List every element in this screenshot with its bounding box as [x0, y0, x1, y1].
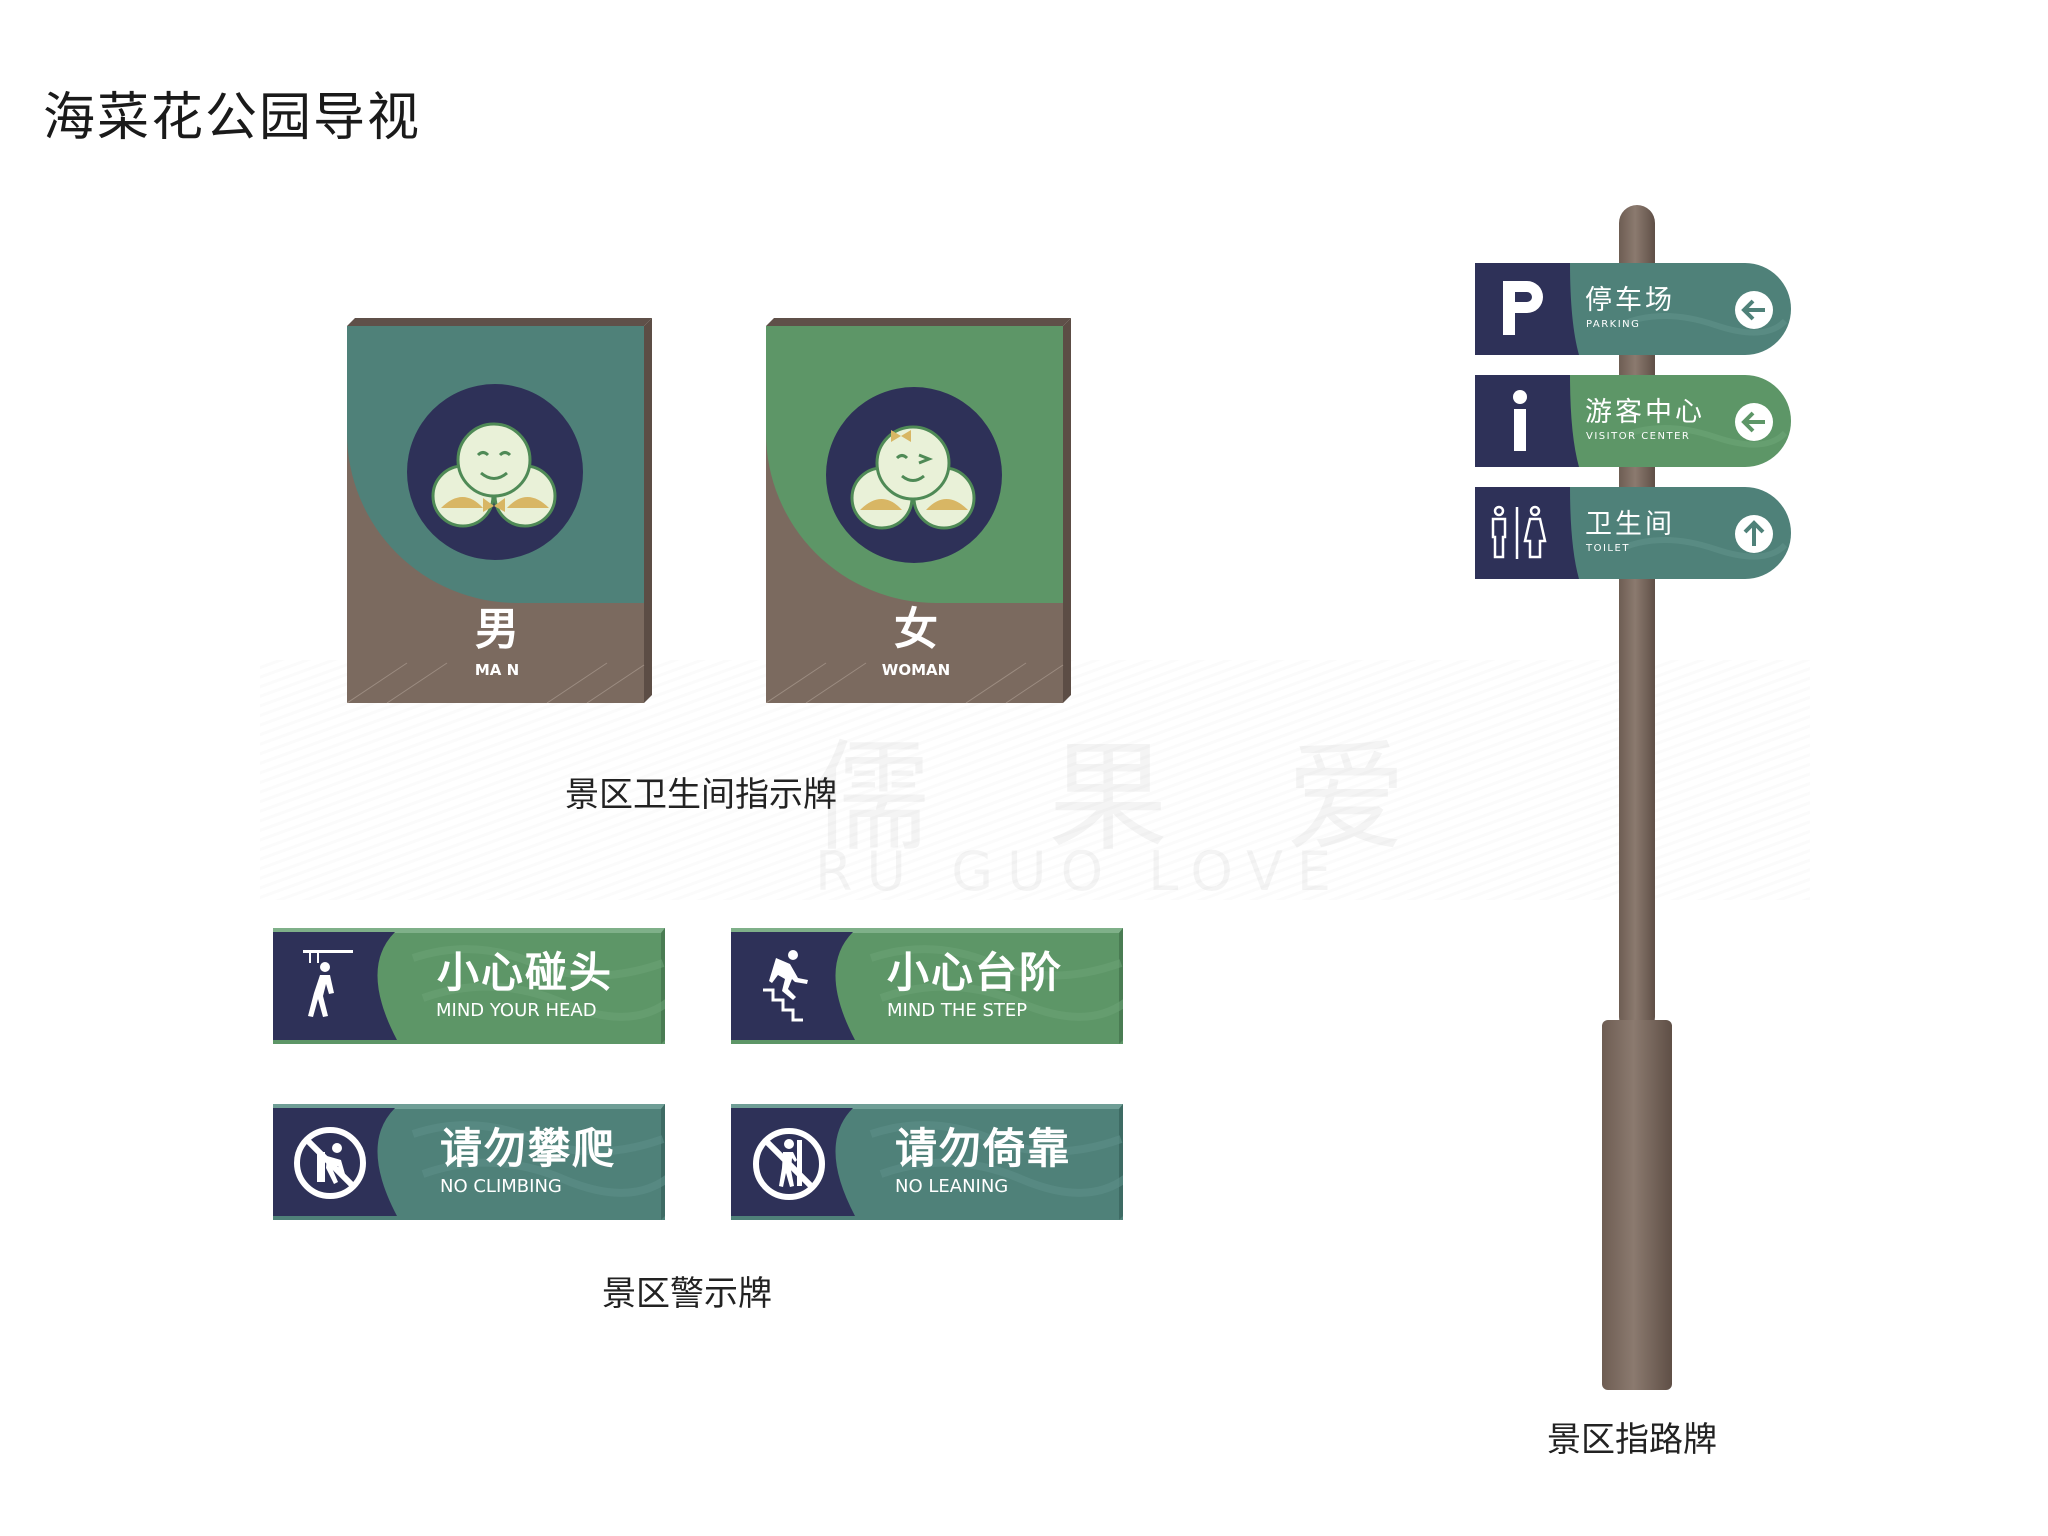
direction-section-caption: 景区指路牌 — [1547, 1420, 1717, 1460]
warning-sign-step: 小心台阶 MIND THE STEP — [731, 928, 1123, 1044]
toilet-section-caption: 景区卫生间指示牌 — [565, 775, 837, 815]
warning-sign-no-climbing: 请勿攀爬 NO CLIMBING — [273, 1104, 665, 1220]
direction-toilet-cn: 卫生间 — [1585, 509, 1675, 540]
warning-sign-no-climbing-en: NO CLIMBING — [440, 1176, 562, 1197]
warning-sign-head: 小心碰头 MIND YOUR HEAD — [273, 928, 665, 1044]
toilet-sign-man-en: MA N — [474, 661, 520, 679]
warning-sign-no-leaning-en: NO LEANING — [895, 1176, 1009, 1197]
direction-toilet-en: TOILET — [1586, 543, 1630, 554]
arrow-up-icon — [1735, 515, 1773, 553]
toilet-sign-man: 男 MA N — [347, 318, 657, 703]
direction-row-parking: 停车场 PARKING — [1475, 263, 1793, 355]
toilet-sign-woman-en: WOMAN — [881, 661, 951, 679]
restroom-icon — [1491, 505, 1547, 559]
toilet-sign-woman-cn: 女 — [894, 604, 938, 655]
arrow-left-icon — [1735, 403, 1773, 441]
info-icon — [1513, 390, 1527, 451]
warning-sign-step-cn: 小心台阶 — [887, 948, 1064, 997]
direction-parking-en: PARKING — [1586, 319, 1641, 330]
direction-row-toilet: 卫生间 TOILET — [1475, 487, 1793, 579]
warning-sign-head-en: MIND YOUR HEAD — [436, 1000, 597, 1021]
toilet-sign-man-cn: 男 — [475, 604, 519, 655]
arrow-left-icon — [1735, 291, 1773, 329]
direction-visitor-center-en: VISITOR CENTER — [1586, 431, 1691, 442]
warning-sign-head-cn: 小心碰头 — [437, 948, 614, 997]
toilet-sign-woman: 女 WOMAN — [766, 318, 1076, 703]
page-title: 海菜花公园导视 — [43, 88, 422, 148]
warning-sign-no-leaning: 请勿倚靠 NO LEANING — [731, 1104, 1123, 1220]
warning-sign-no-leaning-cn: 请勿倚靠 — [895, 1124, 1072, 1173]
direction-parking-cn: 停车场 — [1585, 285, 1675, 316]
warning-sign-no-climbing-cn: 请勿攀爬 — [440, 1124, 617, 1173]
parking-icon — [1503, 281, 1543, 335]
direction-row-visitor-center: 游客中心 VISITOR CENTER — [1475, 375, 1793, 467]
direction-visitor-center-cn: 游客中心 — [1585, 397, 1705, 428]
watermark-cn: 儒 果 爱 — [810, 700, 1446, 874]
warning-sign-step-en: MIND THE STEP — [887, 1000, 1028, 1021]
warning-section-caption: 景区警示牌 — [602, 1274, 772, 1314]
watermark-en: RU GUO LOVE — [815, 840, 1345, 903]
